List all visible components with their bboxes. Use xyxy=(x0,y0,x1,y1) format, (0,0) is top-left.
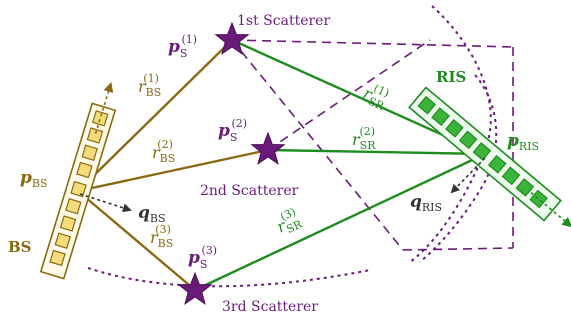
label-p-s1: pS(1) xyxy=(168,33,197,60)
label-q-bs: qBS xyxy=(138,203,166,225)
scatterers xyxy=(177,21,286,305)
square-element-icon xyxy=(445,118,464,138)
dashed-line-s1-diagonal xyxy=(231,39,404,251)
ris-array xyxy=(408,86,571,228)
square-element-icon xyxy=(487,154,507,174)
square-element-icon xyxy=(76,161,93,179)
label-r-sr1: rSR(1) xyxy=(359,79,392,114)
label-p-s2: pS(2) xyxy=(218,117,247,144)
label-ris-tag: RIS xyxy=(436,68,466,86)
bs-array xyxy=(39,81,117,280)
arc-ris-mid xyxy=(419,74,498,263)
q-ris-arrow xyxy=(450,157,486,194)
bs-paths xyxy=(77,39,269,291)
label-p-bs: pBS xyxy=(20,168,48,190)
bs-axis-dotted xyxy=(94,81,114,134)
label-r-bs3: rBS(3) xyxy=(150,223,173,250)
square-element-icon xyxy=(529,189,548,209)
caption-scatterer-3: 3rd Scatterer xyxy=(222,299,318,315)
dashed-line-bottom xyxy=(402,247,514,251)
square-element-icon xyxy=(417,95,437,115)
square-element-icon xyxy=(59,215,77,232)
arc-bs-bottom xyxy=(87,267,371,288)
label-r-bs1: rBS(1) xyxy=(138,72,161,99)
label-r-sr3: rSR(3) xyxy=(272,205,305,240)
label-r-bs2: rBS(2) xyxy=(152,138,175,165)
label-p-ris: pRIS xyxy=(507,131,539,153)
path-s3-ris xyxy=(194,152,486,292)
dashed-line-s2-up xyxy=(267,39,431,151)
square-element-icon xyxy=(49,249,66,267)
bs-elements xyxy=(49,110,109,267)
label-bs-tag: BS xyxy=(8,238,32,256)
label-q-ris: qRIS xyxy=(410,192,442,214)
path-bs-s3 xyxy=(77,190,196,291)
star-icon xyxy=(214,21,250,55)
path-bs-s1 xyxy=(77,39,233,192)
label-p-s3: pS(3) xyxy=(188,244,217,271)
path-bs-s2 xyxy=(77,148,269,193)
path-s2-ris xyxy=(267,148,486,156)
square-element-icon xyxy=(501,166,521,186)
caption-scatterer-1: 1st Scatterer xyxy=(237,13,330,29)
square-element-icon xyxy=(70,180,87,198)
ris-elements xyxy=(417,95,548,209)
star-icon xyxy=(177,271,213,305)
star-icon xyxy=(250,131,286,165)
caption-scatterer-2: 2nd Scatterer xyxy=(200,183,299,199)
square-element-icon xyxy=(54,232,72,249)
square-element-icon xyxy=(81,144,98,161)
scatterer-dashed-lines xyxy=(231,39,514,251)
square-element-icon xyxy=(515,178,535,197)
ris-axis-dotted xyxy=(530,191,571,228)
square-element-icon xyxy=(86,127,104,144)
square-element-icon xyxy=(458,130,478,150)
square-element-icon xyxy=(431,107,450,127)
q-bs-arrow xyxy=(79,193,132,213)
square-element-icon xyxy=(472,142,492,161)
label-r-sr2: rSR(2) xyxy=(352,125,376,152)
square-element-icon xyxy=(91,110,109,127)
square-element-icon xyxy=(65,198,82,215)
dashed-line-s1-top xyxy=(231,39,514,48)
